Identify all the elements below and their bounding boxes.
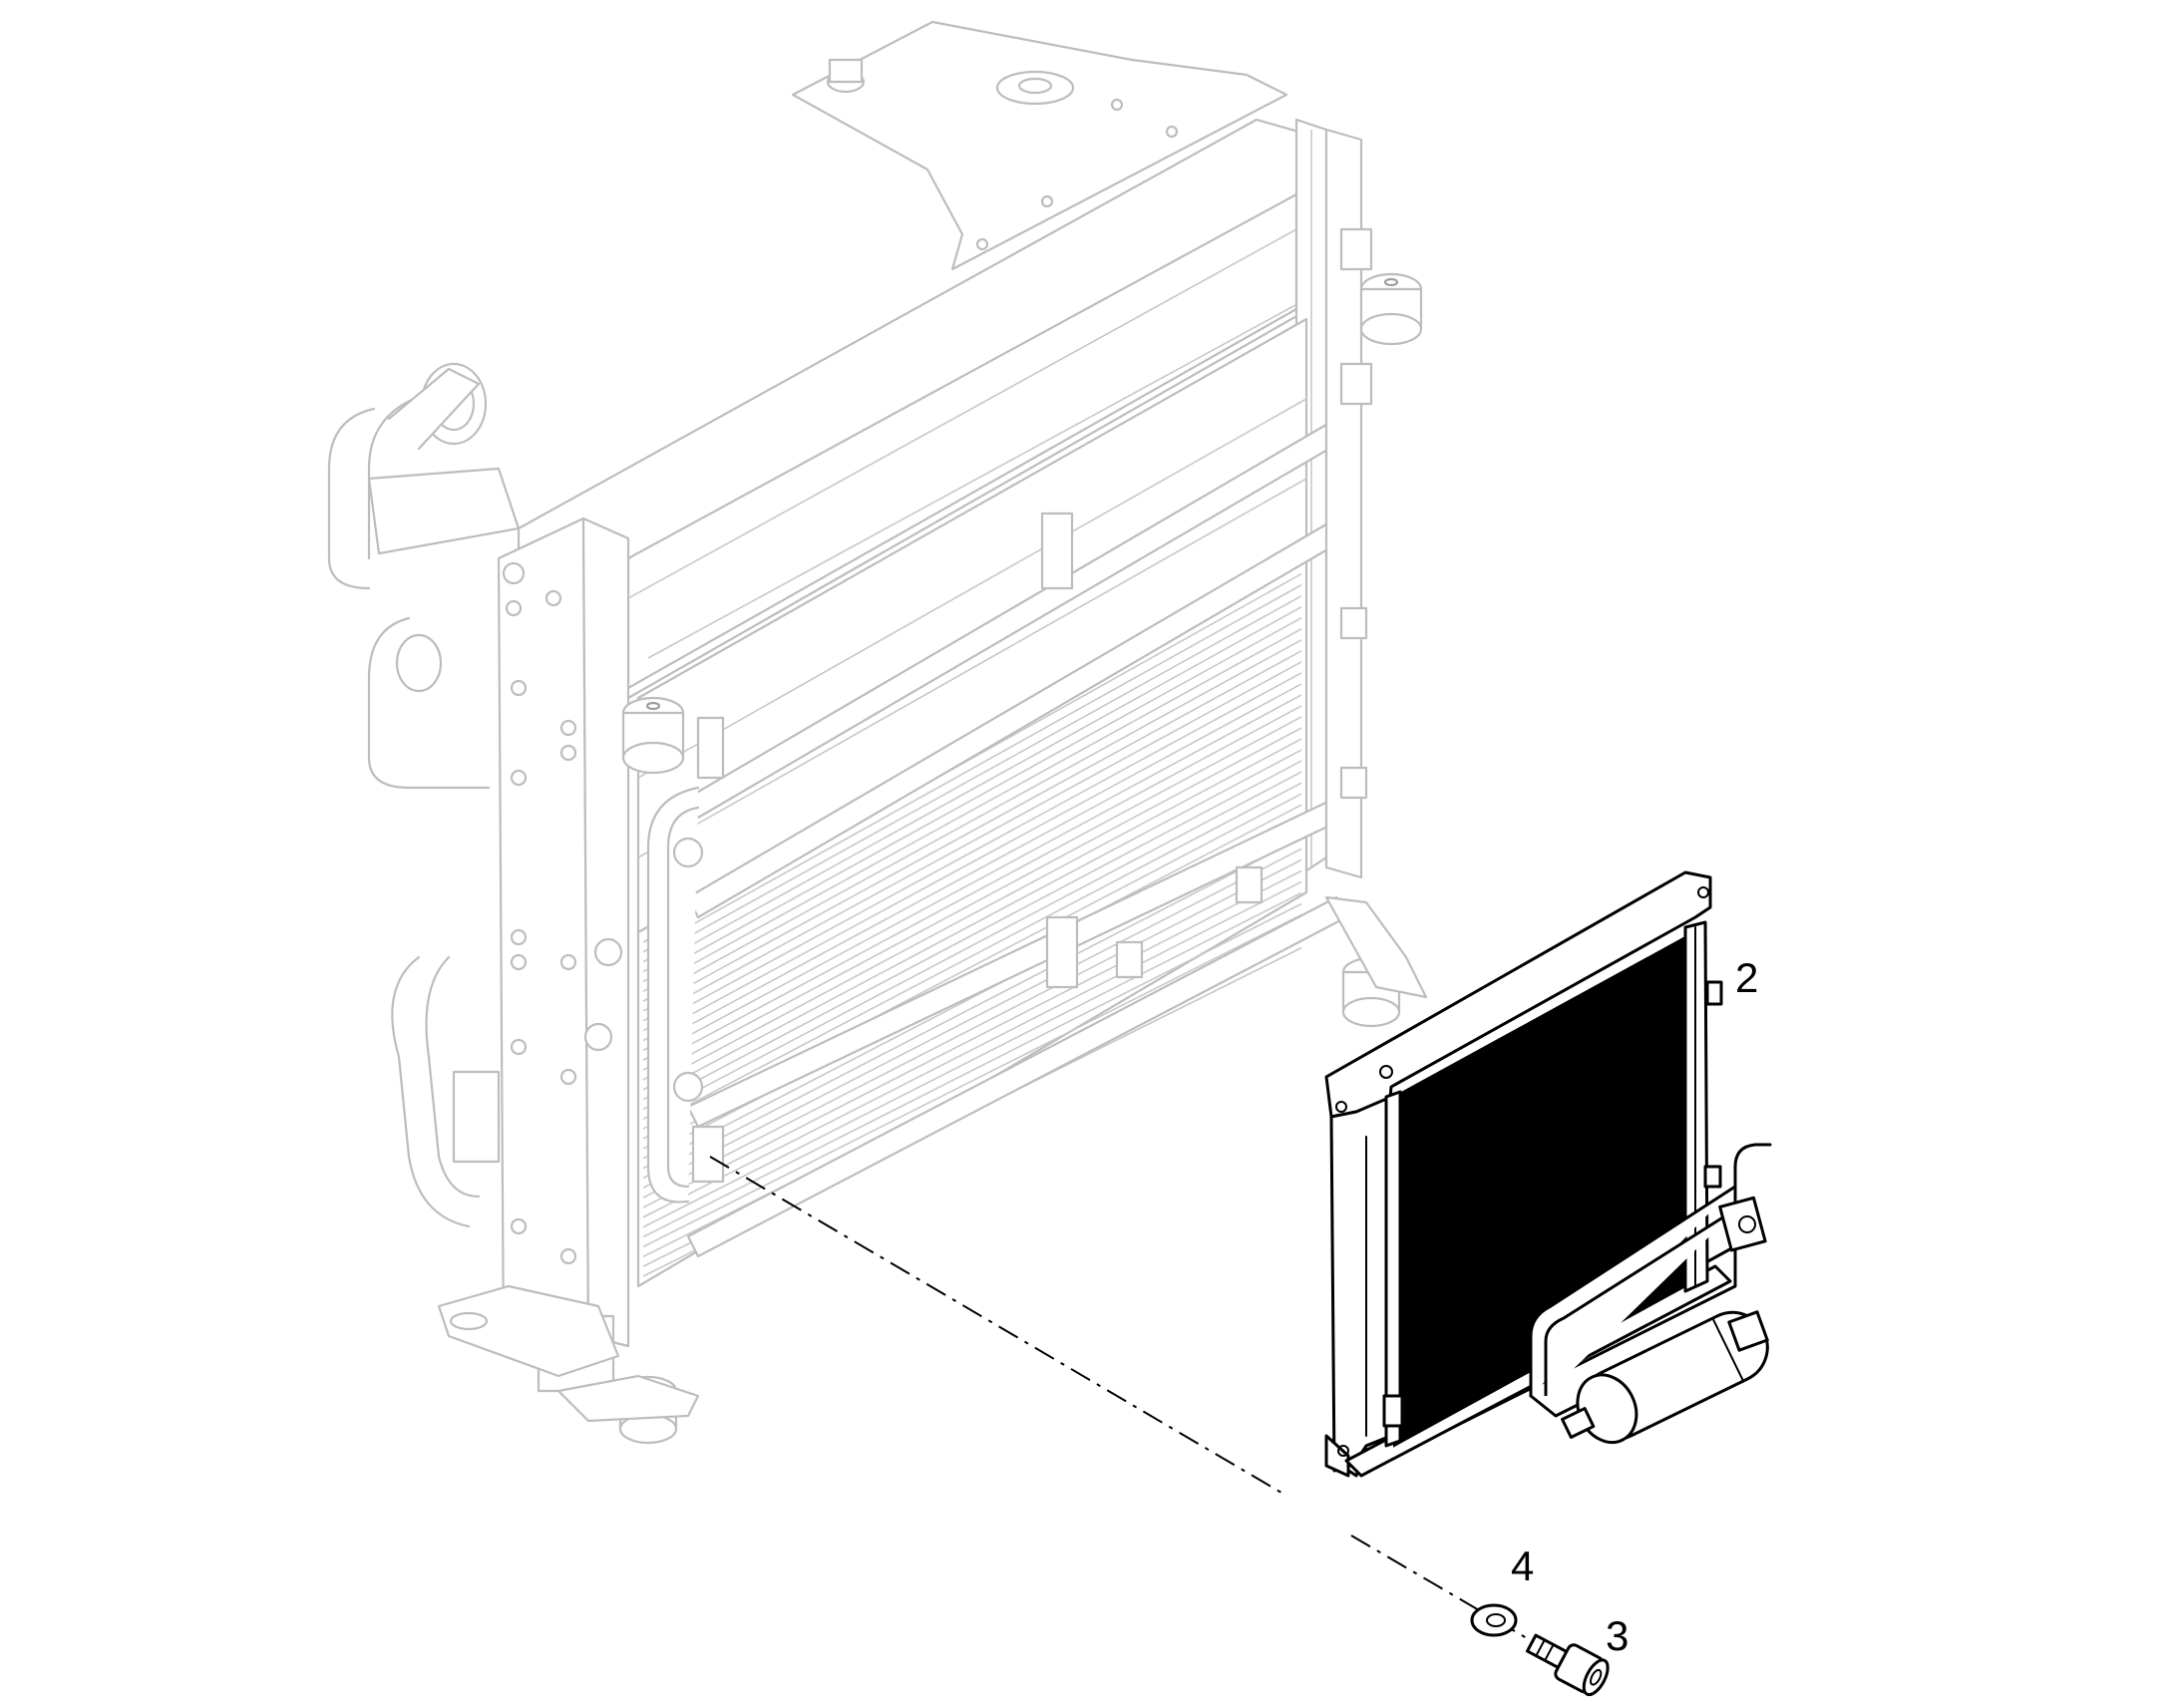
callout-2: 2 bbox=[1735, 954, 1758, 1001]
leader-lines bbox=[709, 1156, 1557, 1656]
callouts: 2 3 4 bbox=[1511, 954, 1758, 1659]
tie-rods bbox=[686, 417, 1348, 1258]
cooling-package-assembly bbox=[327, 20, 1428, 1445]
cap-screw bbox=[1526, 1633, 1610, 1697]
left-side-frame bbox=[497, 516, 630, 1393]
cooler-fin-line bbox=[642, 683, 1302, 1042]
receiver-drier bbox=[1529, 1143, 1772, 1445]
cooler-fin-line bbox=[642, 694, 1302, 1052]
cooler-fin-line bbox=[642, 617, 1302, 983]
callout-3: 3 bbox=[1606, 1612, 1629, 1659]
bottom-foot-brackets bbox=[437, 895, 1428, 1423]
cooler-fin-line bbox=[642, 727, 1302, 1081]
cooler-fin-line bbox=[642, 738, 1302, 1091]
cooler-fin-line bbox=[642, 583, 1302, 953]
cooler-fin-line bbox=[642, 782, 1302, 1130]
cooler-fin-line bbox=[642, 650, 1302, 1012]
cooler-fin-line bbox=[642, 837, 1302, 1180]
cooler-fin-line bbox=[642, 639, 1302, 1002]
cooler-fin-line bbox=[642, 880, 1302, 1218]
leader-line-condenser bbox=[709, 1156, 1287, 1497]
radiator-upper-tank bbox=[517, 118, 1328, 879]
ac-condenser bbox=[1324, 870, 1772, 1478]
right-side-frame bbox=[1324, 128, 1373, 879]
frame-brackets bbox=[583, 512, 1264, 1052]
cooler-fin-line bbox=[642, 628, 1302, 992]
cooler-fin-line bbox=[642, 749, 1302, 1101]
cooler-fin-line bbox=[642, 848, 1302, 1190]
coolant-pipe-vertical bbox=[646, 786, 725, 1203]
cooler-fin-line bbox=[642, 891, 1302, 1228]
charge-air-hoses bbox=[327, 362, 521, 1228]
cooler-fin-line bbox=[642, 858, 1302, 1198]
cooler-fin-line bbox=[642, 661, 1302, 1022]
cooler-fin-line bbox=[642, 913, 1302, 1248]
cooler-fin-line bbox=[642, 716, 1302, 1071]
cooler-fin-line bbox=[642, 705, 1302, 1061]
washer bbox=[1470, 1603, 1518, 1637]
cooler-fin-line bbox=[642, 771, 1302, 1121]
callout-4: 4 bbox=[1511, 1542, 1534, 1589]
cooler-fin-line bbox=[642, 760, 1302, 1111]
cooler-fin-line bbox=[642, 672, 1302, 1032]
cooler-fin-line bbox=[642, 594, 1302, 963]
top-mounting-plate bbox=[791, 20, 1288, 271]
cooler-fin-line bbox=[642, 605, 1302, 973]
cooler-fin-line bbox=[642, 869, 1302, 1208]
